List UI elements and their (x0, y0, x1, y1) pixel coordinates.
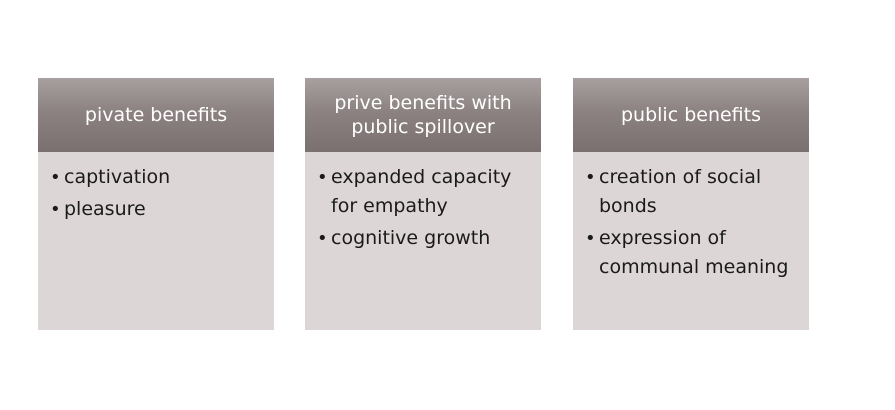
column-header: public benefits (573, 78, 809, 152)
column-title: public benefits (620, 104, 761, 126)
list-item: pleasure (50, 195, 268, 224)
column-header: pivate benefits (38, 78, 274, 152)
bullet-list: expanded capacity for empathy cognitive … (317, 163, 535, 253)
column-body: expanded capacity for empathy cognitive … (305, 152, 541, 330)
list-item: cognitive growth (317, 224, 535, 253)
bullet-list: creation of social bonds expression of c… (585, 163, 803, 282)
column-body: creation of social bonds expression of c… (573, 152, 809, 330)
list-item: creation of social bonds (585, 163, 803, 221)
column-title: prive benefits with public spillover (334, 92, 512, 138)
column-private-benefits-with-spillover: prive benefits with public spillover exp… (305, 78, 541, 330)
bullet-list: captivation pleasure (50, 163, 268, 224)
column-private-benefits: pivate benefits captivation pleasure (38, 78, 274, 330)
column-body: captivation pleasure (38, 152, 274, 330)
column-title: pivate benefits (84, 104, 228, 126)
list-item: expanded capacity for empathy (317, 163, 535, 221)
column-public-benefits: public benefits creation of social bonds… (573, 78, 809, 330)
list-item: expression of communal meaning (585, 224, 803, 282)
column-header: prive benefits with public spillover (305, 78, 541, 152)
list-item: captivation (50, 163, 268, 192)
